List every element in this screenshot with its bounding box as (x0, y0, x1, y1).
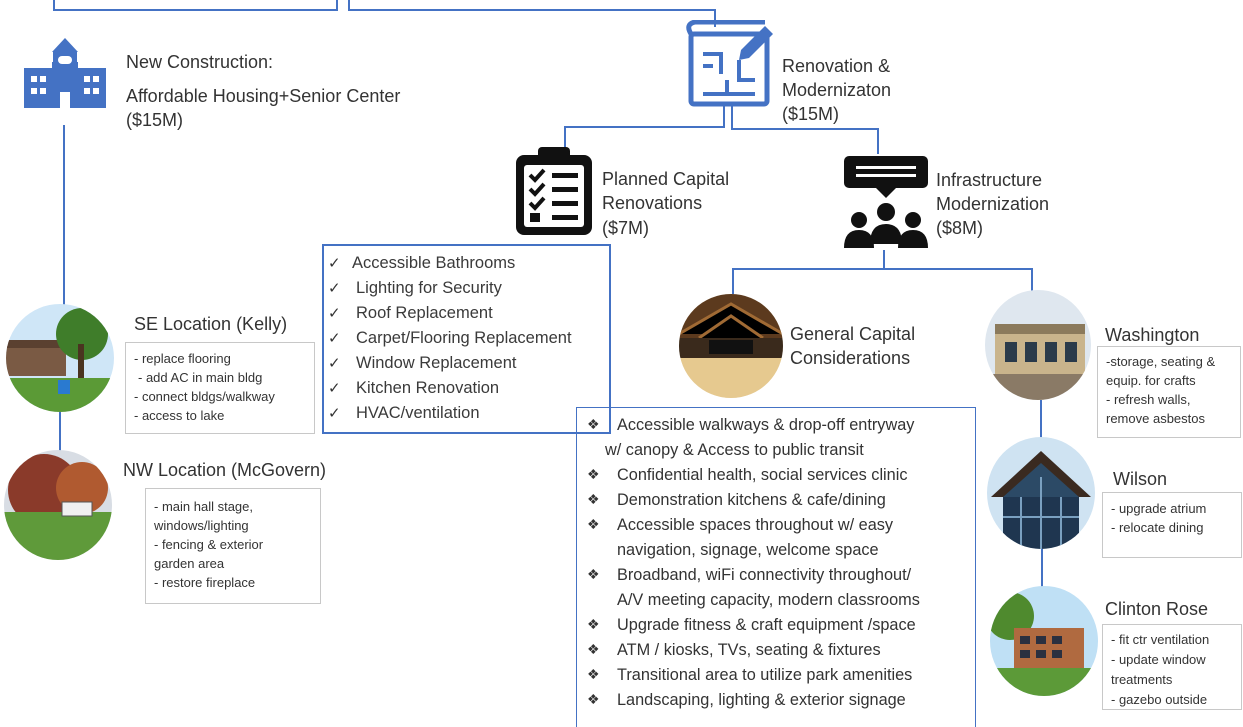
nw-location-notes: - main hall stage, windows/lighting - fe… (145, 488, 321, 604)
planned-capital-checklist: ✓Accessible Bathrooms ✓Lighting for Secu… (322, 244, 611, 434)
note-line: - fit ctr ventilation (1111, 632, 1210, 647)
renovation-line1: Renovation & (782, 56, 891, 76)
washington-title: Washington (1105, 325, 1200, 345)
nw-location-title: NW Location (McGovern) (123, 460, 327, 480)
new-construction-budget: ($15M) (126, 110, 184, 130)
connector-top-h2 (348, 9, 716, 11)
connector-reno-down-a (723, 104, 725, 128)
new-construction-line2: Affordable Housing+Senior Center (126, 86, 401, 106)
clinton-rose-title: Clinton Rose (1105, 599, 1209, 619)
people-presentation-icon (844, 156, 928, 248)
connector-top-left (53, 0, 55, 11)
note-line: - add AC in main bldg (138, 370, 263, 385)
connector-top-right-b (348, 0, 350, 11)
diamond-bullet-icon: ❖ (587, 466, 600, 482)
connector-planned-down (564, 126, 566, 148)
note-line: - replace flooring (134, 351, 231, 366)
se-location-photo (6, 304, 114, 412)
note-line: -storage, seating & (1106, 354, 1216, 369)
diamond-bullet-icon: ❖ (587, 691, 600, 707)
renovation-line2: Modernizaton (782, 80, 892, 100)
new-construction-line1: New Construction: (126, 52, 274, 72)
note-line: - connect bldgs/walkway (134, 389, 275, 404)
clinton-rose-notes: - fit ctr ventilation - update window tr… (1102, 624, 1242, 710)
general-capital-line2: Considerations (790, 348, 911, 368)
diamond-bullet-icon: ❖ (587, 516, 600, 532)
washington-photo (985, 290, 1091, 400)
wilson-title: Wilson (1113, 469, 1168, 489)
infrastructure-line1: Infrastructure (936, 170, 1043, 190)
blueprint-pencil-icon (686, 20, 773, 107)
nw-location-photo (4, 450, 112, 560)
note-line: - main hall stage, (154, 499, 253, 514)
wilson-photo (987, 437, 1095, 549)
renovation-budget: ($15M) (782, 104, 840, 124)
note-line: - access to lake (134, 408, 225, 423)
connector-top-h (53, 9, 338, 11)
connector-reno-h-left (564, 126, 725, 128)
planned-capital-line2: Renovations (602, 193, 703, 213)
connector-reno-down-b (731, 104, 733, 128)
connector-wilson-clinton (1041, 548, 1043, 588)
infrastructure-budget: ($8M) (936, 218, 984, 238)
note-line: equip. for crafts (1106, 373, 1196, 388)
check-icon: ✓ (328, 380, 341, 397)
connector-split-h (732, 268, 1033, 270)
infrastructure-line2: Modernization (936, 194, 1050, 214)
diamond-bullet-icon: ❖ (587, 641, 600, 657)
check-icon: ✓ (328, 355, 341, 372)
note-line: windows/lighting (154, 518, 249, 533)
diamond-bullet-icon: ❖ (587, 416, 600, 432)
connector-se-nw (59, 412, 61, 454)
diamond-bullet-icon: ❖ (587, 491, 600, 507)
check-icon: ✓ (328, 330, 341, 347)
note-line: - restore fireplace (154, 575, 256, 590)
connector-washington-wilson (1040, 400, 1042, 440)
se-location-notes: - replace flooring - add AC in main bldg… (125, 342, 315, 434)
check-icon: ✓ (328, 280, 341, 297)
clinton-rose-photo (990, 586, 1098, 696)
note-line: - upgrade atrium (1111, 501, 1207, 516)
connector-general-down (732, 268, 734, 296)
se-location-title: SE Location (Kelly) (134, 314, 288, 334)
note-line: garden area (154, 556, 225, 571)
note-line: - update window (1111, 652, 1206, 667)
connector-left-vertical (63, 125, 65, 305)
note-line: - fencing & exterior (154, 537, 264, 552)
connector-reno-h-right (731, 128, 879, 130)
diamond-bullet-icon: ❖ (587, 566, 600, 582)
diamond-bullet-icon: ❖ (587, 616, 600, 632)
note-line: - relocate dining (1111, 520, 1204, 535)
connector-washington-down (1031, 268, 1033, 292)
note-line: - refresh walls, (1106, 392, 1191, 407)
school-building-icon (24, 38, 106, 108)
connector-infra-down (877, 128, 879, 154)
note-line: treatments (1111, 672, 1173, 687)
note-line: - gazebo outside (1111, 692, 1208, 707)
general-capital-list: ❖Accessible walkways & drop-off entryway… (576, 407, 976, 727)
planned-capital-budget: ($7M) (602, 218, 650, 238)
check-icon: ✓ (328, 255, 341, 272)
note-line: remove asbestos (1106, 411, 1205, 426)
general-capital-line1: General Capital (790, 324, 916, 344)
connector-infra-split (883, 250, 885, 270)
washington-notes: -storage, seating & equip. for crafts - … (1097, 346, 1241, 438)
check-icon: ✓ (328, 305, 341, 322)
planned-capital-line1: Planned Capital (602, 169, 730, 189)
wilson-notes: - upgrade atrium - relocate dining (1102, 492, 1242, 558)
connector-top-reno (714, 9, 716, 27)
check-icon: ✓ (328, 405, 341, 422)
clipboard-checklist-icon (516, 147, 592, 235)
general-capital-photo (679, 294, 783, 398)
connector-top-right-a (336, 0, 338, 11)
diamond-bullet-icon: ❖ (587, 666, 600, 682)
